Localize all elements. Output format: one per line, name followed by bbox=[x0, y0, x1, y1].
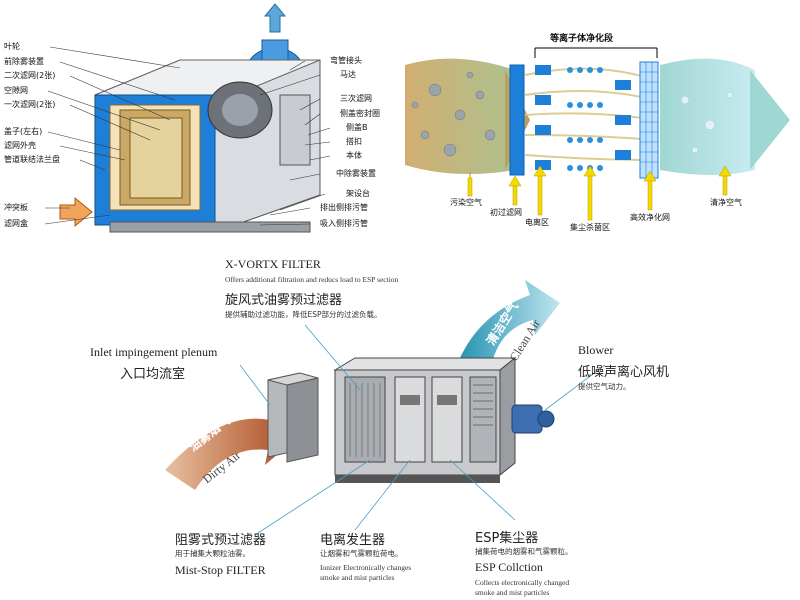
label-front-demister: 前除雾装置 bbox=[4, 57, 44, 66]
dirty-air-arrow bbox=[165, 405, 300, 490]
inlet-arrow bbox=[59, 196, 93, 228]
label-dirty-air: 污染空气 bbox=[450, 198, 482, 207]
esp-title-zh: ESP集尘器 bbox=[475, 531, 539, 546]
mist-desc-zh: 用于捕集大颗粒油雾。 bbox=[175, 549, 250, 558]
clean-flow-arrowhead bbox=[750, 70, 790, 170]
label-clean-air: 清净空气 bbox=[710, 198, 742, 207]
mist-stop-filter bbox=[344, 376, 386, 463]
ionizer-desc-en-1: Ionizer Electronically changes bbox=[320, 563, 412, 572]
label-side-cover-b: 侧盖B bbox=[346, 123, 368, 132]
label-hepa-filter: 高效净化网 bbox=[630, 213, 670, 222]
label-gap-mesh: 空隙网 bbox=[4, 86, 28, 95]
label-impact-plate: 冲突板 bbox=[4, 203, 28, 212]
plasma-flow-drawing bbox=[405, 47, 790, 221]
esp-desc-zh: 捕集荷电的烟雾和气雾颗粒。 bbox=[475, 547, 573, 556]
inlet-title-zh: 入口均流室 bbox=[120, 367, 186, 382]
label-stand: 架设台 bbox=[346, 189, 370, 198]
plasma-purification-panel: 等离子体净化段 污染空气 初过滤网 电离区 集尘杀菌区 高效净化网 清净空气 bbox=[395, 0, 800, 245]
esp-desc-en-2: smoke and mist particles bbox=[475, 588, 550, 597]
label-motor: 马达 bbox=[340, 70, 356, 79]
label-primary-filter: 一次滤网(2张) bbox=[4, 100, 56, 109]
blower-title-zh: 低噪声离心风机 bbox=[578, 365, 670, 380]
label-duct-flange: 管道联结法兰盘 bbox=[4, 155, 60, 164]
label-elbow-joint: 弯管接头 bbox=[330, 56, 362, 65]
ionizer-desc-en-2: smoke and mist particles bbox=[320, 573, 395, 582]
ionizer-cell bbox=[394, 376, 426, 463]
mist-title-en: Mist-Stop FILTER bbox=[175, 563, 266, 577]
esp-system-panel: X-VORTX FILTER Offers additional filtrat… bbox=[0, 245, 800, 600]
label-filter-housing: 滤网外壳 bbox=[4, 141, 36, 150]
esp-collector-cell bbox=[431, 376, 463, 463]
vortex-desc-en: Offers additional filtration and reducs … bbox=[225, 275, 399, 284]
label-collection-zone: 集尘杀菌区 bbox=[570, 223, 610, 232]
blower-desc-zh: 提供空气动力。 bbox=[578, 382, 631, 391]
vortex-title: X-VORTX FILTER bbox=[225, 257, 321, 271]
blower-title-en: Blower bbox=[578, 343, 614, 357]
label-initial-filter: 初过滤网 bbox=[490, 208, 522, 217]
hepa-filter bbox=[639, 61, 659, 179]
label-tertiary-filter: 三次滤网 bbox=[340, 94, 372, 103]
cutaway-diagram-panel: 叶轮 前除雾装置 二次滤网(2张) 空隙网 一次滤网(2张) 盖子(左右) 滤网… bbox=[0, 0, 395, 245]
ionizer-title-zh: 电离发生器 bbox=[320, 533, 386, 548]
clean-air-flow bbox=[660, 58, 755, 175]
esp-desc-en-1: Collects electronically changed bbox=[475, 578, 570, 587]
esp-system-drawing bbox=[165, 280, 606, 536]
label-outlet-drain: 排出侧排污管 bbox=[320, 203, 368, 212]
label-filter-box: 滤网盒 bbox=[4, 219, 28, 228]
label-ionization-zone: 电离区 bbox=[525, 218, 549, 227]
label-side-cover-seal: 侧盖密封圈 bbox=[340, 109, 380, 118]
initial-filter bbox=[509, 64, 525, 176]
label-cover: 盖子(左右) bbox=[4, 127, 43, 136]
vortex-title-zh: 旋风式油雾预过滤器 bbox=[225, 293, 343, 308]
inlet-title-en: Inlet impingement plenum bbox=[90, 345, 218, 359]
label-mid-demister: 中除雾装置 bbox=[336, 169, 376, 178]
ionizer-desc-zh: 让烟雾和气雾颗粒荷电。 bbox=[320, 549, 403, 558]
vortex-desc-zh: 提供辅助过滤功能，降低ESP部分的过滤负载。 bbox=[225, 310, 382, 319]
exhaust-up-arrow bbox=[263, 3, 287, 33]
label-secondary-filter: 二次滤网(2张) bbox=[4, 71, 56, 80]
esp-title-en: ESP Collction bbox=[475, 560, 543, 574]
label-latch: 搭扣 bbox=[346, 137, 362, 146]
label-body: 本体 bbox=[346, 151, 362, 160]
label-impeller: 叶轮 bbox=[4, 42, 20, 51]
label-inlet-drain: 吸入侧排污管 bbox=[320, 219, 368, 228]
cutaway-machine-drawing bbox=[44, 3, 331, 233]
plasma-section-title: 等离子体净化段 bbox=[550, 34, 614, 44]
clean-air-arrow bbox=[455, 280, 560, 375]
mist-title-zh: 阻雾式预过滤器 bbox=[175, 533, 267, 548]
